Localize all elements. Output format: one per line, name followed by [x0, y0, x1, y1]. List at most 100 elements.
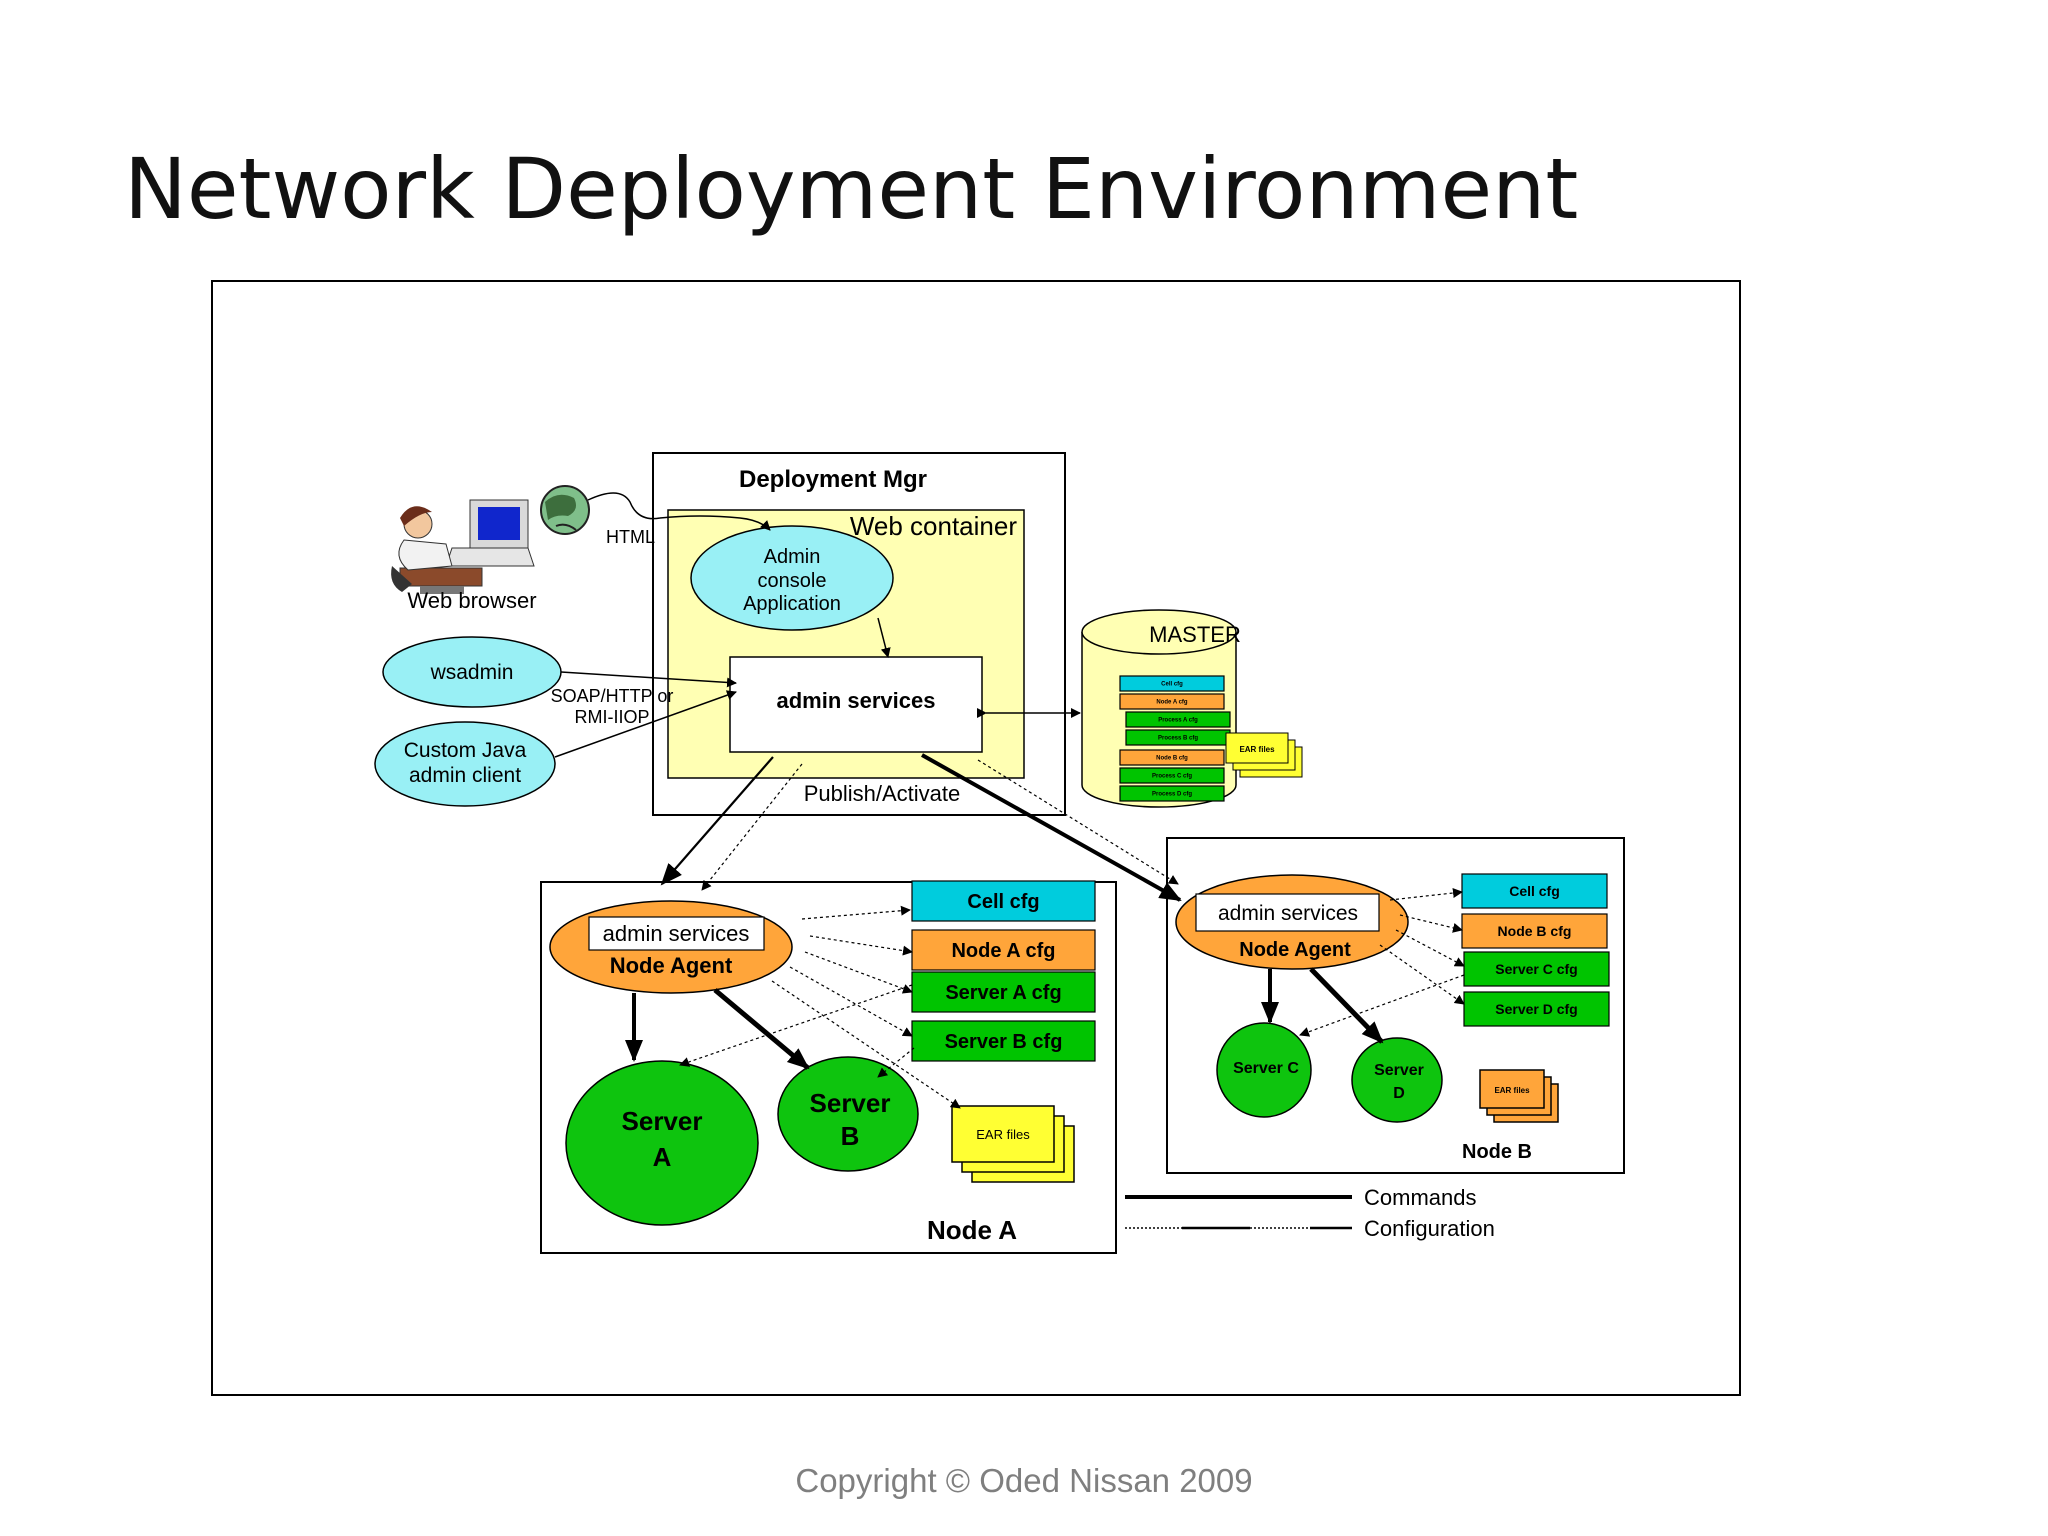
node-b-cfg-label-0: Cell cfg [1509, 883, 1560, 899]
copyright-footer: Copyright © Oded Nissan 2009 [795, 1462, 1253, 1499]
server-a-line1: Server [622, 1106, 703, 1136]
server-d [1351, 1037, 1443, 1123]
node-a-agent-label: Node Agent [610, 953, 733, 978]
admin-console-line2: console [758, 570, 827, 592]
agent-b-to-server-d-arrow [1309, 967, 1384, 1044]
html-label: HTML [606, 527, 655, 547]
node-a-label: Node A [927, 1215, 1017, 1245]
dm-admin-services-label: admin services [777, 688, 936, 713]
node-a-cfg-box-3 [911, 1020, 1096, 1062]
master-ear-label: EAR files [1239, 745, 1275, 754]
publish-activate-label: Publish/Activate [804, 781, 961, 806]
master-cfg-box-2 [1125, 711, 1231, 728]
master-cfg-label-1: Node A cfg [1156, 700, 1188, 706]
agent-b-to-server-d-cfg [1379, 944, 1465, 1005]
node-a-cfg-box-1 [911, 929, 1096, 971]
deployment-mgr-title: Deployment Mgr [739, 466, 927, 493]
server-a [565, 1060, 759, 1226]
master-cfg-box-0 [1119, 675, 1225, 692]
configuration-arrows [679, 759, 1465, 1109]
legend-configuration: Configuration [1364, 1216, 1495, 1241]
master-repository-top [1081, 609, 1237, 655]
server-a-line2: A [653, 1142, 672, 1172]
master-cfg-label-4: Node B cfg [1156, 756, 1188, 762]
agent-a-to-server-b-arrow [713, 988, 810, 1070]
master-cfg-box-4 [1119, 749, 1225, 766]
master-cfg-label-6: Process D cfg [1152, 792, 1192, 798]
admin-console-line3: Application [743, 593, 841, 615]
globe-icon [540, 485, 590, 535]
legend-commands: Commands [1364, 1185, 1476, 1210]
node-a-admin-services: admin services [603, 921, 750, 946]
node-b-cfg-label-3: Server D cfg [1495, 1001, 1577, 1017]
server-c-label: Server C [1233, 1060, 1299, 1077]
custom-client-to-admin-services-arrow [554, 690, 737, 758]
console-to-admin-services-arrow [877, 617, 891, 658]
node-a-cfg-label-3: Server B cfg [945, 1031, 1063, 1053]
dm-to-node-b-command-arrow [921, 753, 1182, 902]
node-b-agent-label: Node Agent [1239, 939, 1351, 961]
master-label: MASTER [1149, 622, 1241, 647]
protocol-line2: RMI-IIOP [575, 707, 650, 727]
node-b-cfg-label-1: Node B cfg [1498, 923, 1572, 939]
server-d-line1: Server [1374, 1062, 1424, 1079]
master-cfg-label-0: Cell cfg [1161, 682, 1183, 688]
node-b-cfg-box-3 [1463, 991, 1610, 1027]
master-cfg-box-1 [1119, 693, 1225, 710]
node-a-cfg-label-2: Server A cfg [945, 982, 1061, 1004]
dm-to-node-a-config-arrow [701, 763, 803, 891]
server-b [777, 1056, 919, 1172]
master-cfg-label-5: Process C cfg [1152, 774, 1192, 780]
agent-a-to-server-b-cfg [789, 966, 913, 1037]
wsadmin-label: wsadmin [430, 661, 514, 684]
master-ear-files: EAR files [1225, 732, 1303, 778]
protocol-line1: SOAP/HTTP or [551, 686, 674, 706]
server-d-line2: D [1393, 1085, 1405, 1102]
admin-console-line1: Admin [764, 546, 821, 568]
wsadmin-to-admin-services-arrow [560, 671, 737, 688]
agent-b-to-cell-cfg [1389, 888, 1463, 901]
html-to-console-arrow [659, 515, 771, 531]
master-cfg-label-3: Process B cfg [1158, 736, 1198, 742]
node-a-ear-files: EAR files [951, 1105, 1075, 1183]
master-cfg-box-6 [1119, 785, 1225, 802]
dm-admin-services-box [729, 656, 983, 753]
node-b-admin-services: admin services [1218, 902, 1358, 925]
node-a-cfg-label-0: Cell cfg [967, 891, 1039, 913]
web-browser-user-icon [391, 499, 535, 594]
custom-java-admin-client [374, 721, 556, 807]
dm-to-node-a-command-arrow [660, 756, 774, 886]
web-container-label: Web container [850, 511, 1018, 541]
node-a-cfg-label-1: Node A cfg [951, 940, 1055, 962]
html-link-line [587, 492, 661, 520]
custom-client-line1: Custom Java [404, 739, 527, 762]
agent-b-to-node-b-cfg [1399, 914, 1463, 933]
node-b-ear-files: EAR files [1479, 1069, 1559, 1123]
node-b-label: Node B [1462, 1141, 1532, 1163]
agent-a-to-ear-files [771, 980, 961, 1109]
server-c-cfg-to-server-c [1299, 974, 1465, 1037]
server-a-cfg-to-server-a [679, 984, 913, 1067]
node-b-cfg-box-2 [1463, 951, 1610, 987]
slide-title: Network Deployment Environment [124, 140, 1579, 238]
node-a-cfg-box-2 [911, 971, 1096, 1013]
server-b-cfg-to-server-b [877, 1047, 915, 1078]
agent-b-to-server-c-cfg [1395, 929, 1465, 967]
node-b-cfg-label-2: Server C cfg [1495, 961, 1577, 977]
node-b-ear-label: EAR files [1494, 1086, 1530, 1095]
agent-a-to-node-a-cfg [809, 935, 913, 956]
web-browser-label: Web browser [407, 588, 536, 613]
server-b-line2: B [841, 1121, 860, 1151]
master-cfg-label-2: Process A cfg [1158, 718, 1198, 724]
node-a-cfg-box-0 [911, 880, 1096, 922]
agent-a-to-cell-cfg [801, 905, 911, 920]
node-a-admin-services-box [588, 916, 765, 951]
server-b-line1: Server [810, 1088, 891, 1118]
agent-a-to-server-a-cfg [804, 951, 913, 994]
node-a-ear-label: EAR files [976, 1127, 1030, 1142]
node-b-admin-services-box [1195, 893, 1380, 932]
